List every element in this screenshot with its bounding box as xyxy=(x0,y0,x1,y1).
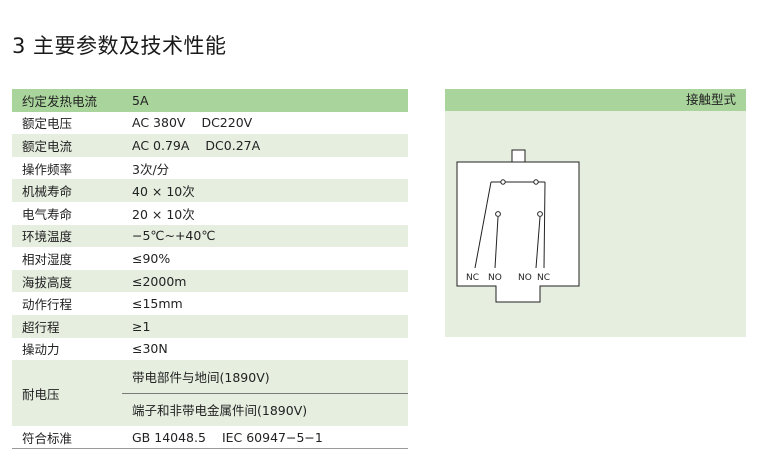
contact-panel: 接触型式 NC NO NO NC xyxy=(445,89,746,337)
spec-table: 约定发热电流 5A 额定电压 AC 380V DC220V 额定电流 AC 0.7… xyxy=(12,89,408,450)
spec-label: 环境温度 xyxy=(12,224,122,248)
standard-iec: IEC 60947−5−1 xyxy=(221,429,323,445)
contact-point xyxy=(500,179,506,185)
nc-lead-right xyxy=(543,181,546,269)
table-row: 额定电流 AC 0.79A DC0.27A xyxy=(12,134,408,157)
contact-point xyxy=(533,179,539,185)
contact-header: 接触型式 xyxy=(445,89,746,111)
table-row: 机械寿命 40 × 10次 xyxy=(12,179,408,202)
spec-value-ac: AC 380V xyxy=(132,115,186,131)
section-title: 3 主要参数及技术性能 xyxy=(12,34,227,58)
switch-housing xyxy=(456,161,580,303)
spec-value-ac: AC 0.79A xyxy=(132,137,190,153)
spec-value: 40 × 10次 xyxy=(122,179,408,202)
spec-label: 操动力 xyxy=(22,342,60,358)
spec-value: ≤15mm xyxy=(132,296,183,312)
spec-label: 约定发热电流 xyxy=(12,89,122,112)
spec-value: 3次/分 xyxy=(132,161,170,177)
terminal-label: NC xyxy=(537,273,550,283)
table-row: 超行程 ≥1 xyxy=(12,314,408,338)
spec-label: 操作频率 xyxy=(22,161,73,177)
spec-label: 相对湿度 xyxy=(22,251,73,267)
spec-value: AC 380V DC220V xyxy=(122,112,408,135)
spec-label: 额定电流 xyxy=(12,134,122,157)
spec-value-dc: DC0.27A xyxy=(205,137,261,153)
spec-value: ≤90% xyxy=(132,250,171,266)
spec-value: 5A xyxy=(122,89,408,112)
table-row: 相对湿度 ≤90% xyxy=(12,247,408,270)
table-row: 额定电压 AC 380V DC220V xyxy=(12,112,408,135)
spec-label: 动作行程 xyxy=(22,297,73,313)
spec-label: 电气寿命 xyxy=(22,206,73,222)
spec-value: GB 14048.5 IEC 60947−5−1 xyxy=(122,426,408,450)
table-row: 电气寿命 20 × 10次 xyxy=(12,202,408,225)
terminal-label: NC xyxy=(466,273,479,283)
spec-value: ≥1 xyxy=(122,314,408,338)
contact-diagram: NC NO NO NC xyxy=(456,149,580,303)
terminal-label: NO xyxy=(488,273,502,283)
spec-value: ≤2000m xyxy=(122,269,408,293)
table-row: 动作行程 ≤15mm xyxy=(12,292,408,315)
table-row: 海拔高度 ≤2000m xyxy=(12,269,408,293)
spec-label: 海拔高度 xyxy=(12,269,122,293)
spec-label: 超行程 xyxy=(12,314,122,338)
spec-value: 20 × 10次 xyxy=(132,206,195,222)
terminal-label: NO xyxy=(518,273,532,283)
spec-value: 带电部件与地间(1890V) xyxy=(122,360,408,394)
standard-gb: GB 14048.5 xyxy=(132,429,206,445)
spec-label: 耐电压 xyxy=(12,360,122,427)
spec-value: −5℃~+40℃ xyxy=(122,224,408,248)
plunger xyxy=(511,149,526,163)
no-lead-right xyxy=(535,216,541,269)
spec-value: ≤30N xyxy=(132,341,168,357)
spec-value-dc: DC220V xyxy=(201,115,253,131)
spec-label: 额定电压 xyxy=(22,116,73,132)
table-row: 操作频率 3次/分 xyxy=(12,157,408,180)
spec-label: 符合标准 xyxy=(12,426,122,450)
table-row: 环境温度 −5℃~+40℃ xyxy=(12,224,408,248)
spec-value: AC 0.79A DC0.27A xyxy=(122,134,408,157)
no-contact-right xyxy=(537,211,543,217)
table-row: 端子和非带电金属件间(1890V) xyxy=(12,393,408,427)
spec-value: 端子和非带电金属件间(1890V) xyxy=(122,393,408,427)
table-row: 约定发热电流 5A xyxy=(12,89,408,112)
table-row: 耐电压 带电部件与地间(1890V) xyxy=(12,360,408,427)
table-row: 符合标准 GB 14048.5 IEC 60947−5−1 xyxy=(12,426,408,450)
no-contact-left xyxy=(495,211,501,217)
nc-lead-left xyxy=(474,181,492,269)
no-lead-left xyxy=(494,216,499,269)
spec-label: 机械寿命 xyxy=(12,179,122,202)
table-row: 操动力 ≤30N xyxy=(12,338,408,361)
